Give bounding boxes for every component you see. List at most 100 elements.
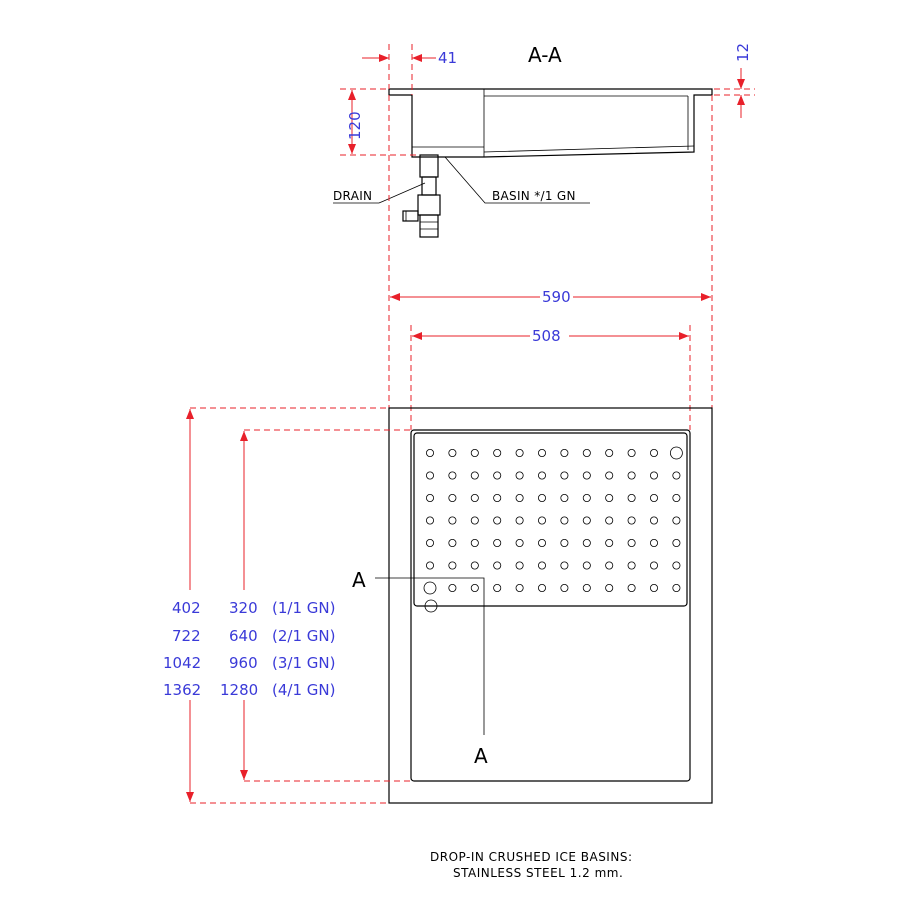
perforation-hole <box>470 516 479 525</box>
perforation-hole <box>493 516 502 525</box>
length-table: 402 320 (1/1 GN) 722 640 (2/1 GN) 1042 9… <box>163 599 335 699</box>
perforation-hole <box>627 471 636 480</box>
perforation-hole <box>538 539 547 548</box>
length-outer-4: 1362 <box>163 681 201 699</box>
dim-inner-width: 508 <box>412 327 689 345</box>
perforation-hole <box>582 471 591 480</box>
perforation-hole <box>560 584 569 593</box>
perforation-hole <box>538 516 547 525</box>
dim-basin-depth: 120 <box>340 88 420 156</box>
perforation-hole <box>560 493 569 502</box>
note-line-1: DROP-IN CRUSHED ICE BASINS: <box>430 850 632 864</box>
perforation-hole <box>425 516 434 525</box>
perforation-hole <box>448 448 457 457</box>
length-inner-2: 640 <box>229 627 258 645</box>
perforation-hole <box>493 471 502 480</box>
perforation-hole <box>538 448 547 457</box>
perforation-hole <box>538 584 547 593</box>
length-inner-1: 320 <box>229 599 258 617</box>
dim-flange-width: 41 <box>362 44 457 95</box>
perforation-hole <box>627 584 636 593</box>
perforation-hole <box>425 493 434 502</box>
perforation-hole <box>425 561 434 570</box>
perforation-hole <box>582 448 591 457</box>
perforation-holes <box>423 446 683 595</box>
cut-marker-bottom: A <box>474 744 488 768</box>
basin-leader <box>444 156 590 204</box>
perforation-hole <box>515 561 524 570</box>
drain-leader <box>333 182 426 204</box>
plan-view: 590 508 402 320 (1/1 GN) 722 <box>163 95 713 804</box>
outer-frame <box>388 407 713 804</box>
dim-41-text: 41 <box>438 49 457 67</box>
perforation-hole <box>582 493 591 502</box>
basin-section-outline <box>388 88 713 158</box>
length-inner-3: 960 <box>229 654 258 672</box>
perforation-hole <box>560 448 569 457</box>
perforation-hole <box>670 446 683 460</box>
drawing-note: DROP-IN CRUSHED ICE BASINS: STAINLESS ST… <box>430 850 632 880</box>
inner-basin <box>410 429 691 782</box>
dim-top-thickness: 12 <box>714 43 755 118</box>
perforation-hole <box>672 493 681 502</box>
perforation-hole <box>582 516 591 525</box>
cut-marker-top: A <box>352 568 366 592</box>
perforation-hole <box>448 561 457 570</box>
perforation-hole <box>538 493 547 502</box>
perforation-hole <box>560 516 569 525</box>
perforation-hole <box>470 448 479 457</box>
perforation-hole <box>650 584 659 593</box>
perforation-hole <box>560 539 569 548</box>
perforation-hole <box>448 471 457 480</box>
perforation-hole <box>493 539 502 548</box>
dim-508-text: 508 <box>532 327 561 345</box>
basin-slope-line <box>483 145 695 153</box>
perforation-hole <box>672 561 681 570</box>
length-gn-4: (4/1 GN) <box>272 681 335 699</box>
perforation-hole <box>627 493 636 502</box>
perforation-hole <box>515 471 524 480</box>
perforation-hole <box>538 471 547 480</box>
length-gn-1: (1/1 GN) <box>272 599 335 617</box>
perforation-hole <box>650 448 659 457</box>
perforation-hole <box>493 584 502 593</box>
perforation-hole <box>538 561 547 570</box>
perforation-hole <box>448 584 457 593</box>
perforation-hole <box>605 493 614 502</box>
perforation-hole <box>582 561 591 570</box>
perforation-hole <box>448 493 457 502</box>
length-outer-1: 402 <box>172 599 201 617</box>
perforation-hole <box>672 471 681 480</box>
perforation-hole <box>605 561 614 570</box>
perforation-hole <box>425 471 434 480</box>
dim-120-text: 120 <box>346 111 364 140</box>
perforation-hole <box>582 584 591 593</box>
perforation-hole <box>650 493 659 502</box>
section-view: A-A DRAIN BASIN */1 GN <box>333 43 755 238</box>
perforation-hole <box>627 516 636 525</box>
perforation-hole <box>582 539 591 548</box>
perforation-hole <box>627 561 636 570</box>
perforation-hole <box>650 471 659 480</box>
dim-12-text: 12 <box>734 43 752 62</box>
perforation-hole <box>448 516 457 525</box>
perforation-hole <box>672 516 681 525</box>
perforation-hole <box>605 516 614 525</box>
perforation-hole <box>493 561 502 570</box>
perforation-hole <box>493 448 502 457</box>
perforation-hole <box>560 561 569 570</box>
perforation-hole <box>672 584 681 593</box>
perforation-hole <box>470 561 479 570</box>
perforation-hole <box>515 584 524 593</box>
length-outer-3: 1042 <box>163 654 201 672</box>
length-gn-3: (3/1 GN) <box>272 654 335 672</box>
note-line-2: STAINLESS STEEL 1.2 mm. <box>453 866 623 880</box>
perforation-hole <box>470 493 479 502</box>
length-inner-4: 1280 <box>220 681 258 699</box>
drain-hole <box>424 599 438 613</box>
perforation-hole <box>627 448 636 457</box>
perforation-hole <box>672 539 681 548</box>
perforation-hole <box>423 581 437 595</box>
perforation-hole <box>605 448 614 457</box>
perforation-hole <box>515 539 524 548</box>
